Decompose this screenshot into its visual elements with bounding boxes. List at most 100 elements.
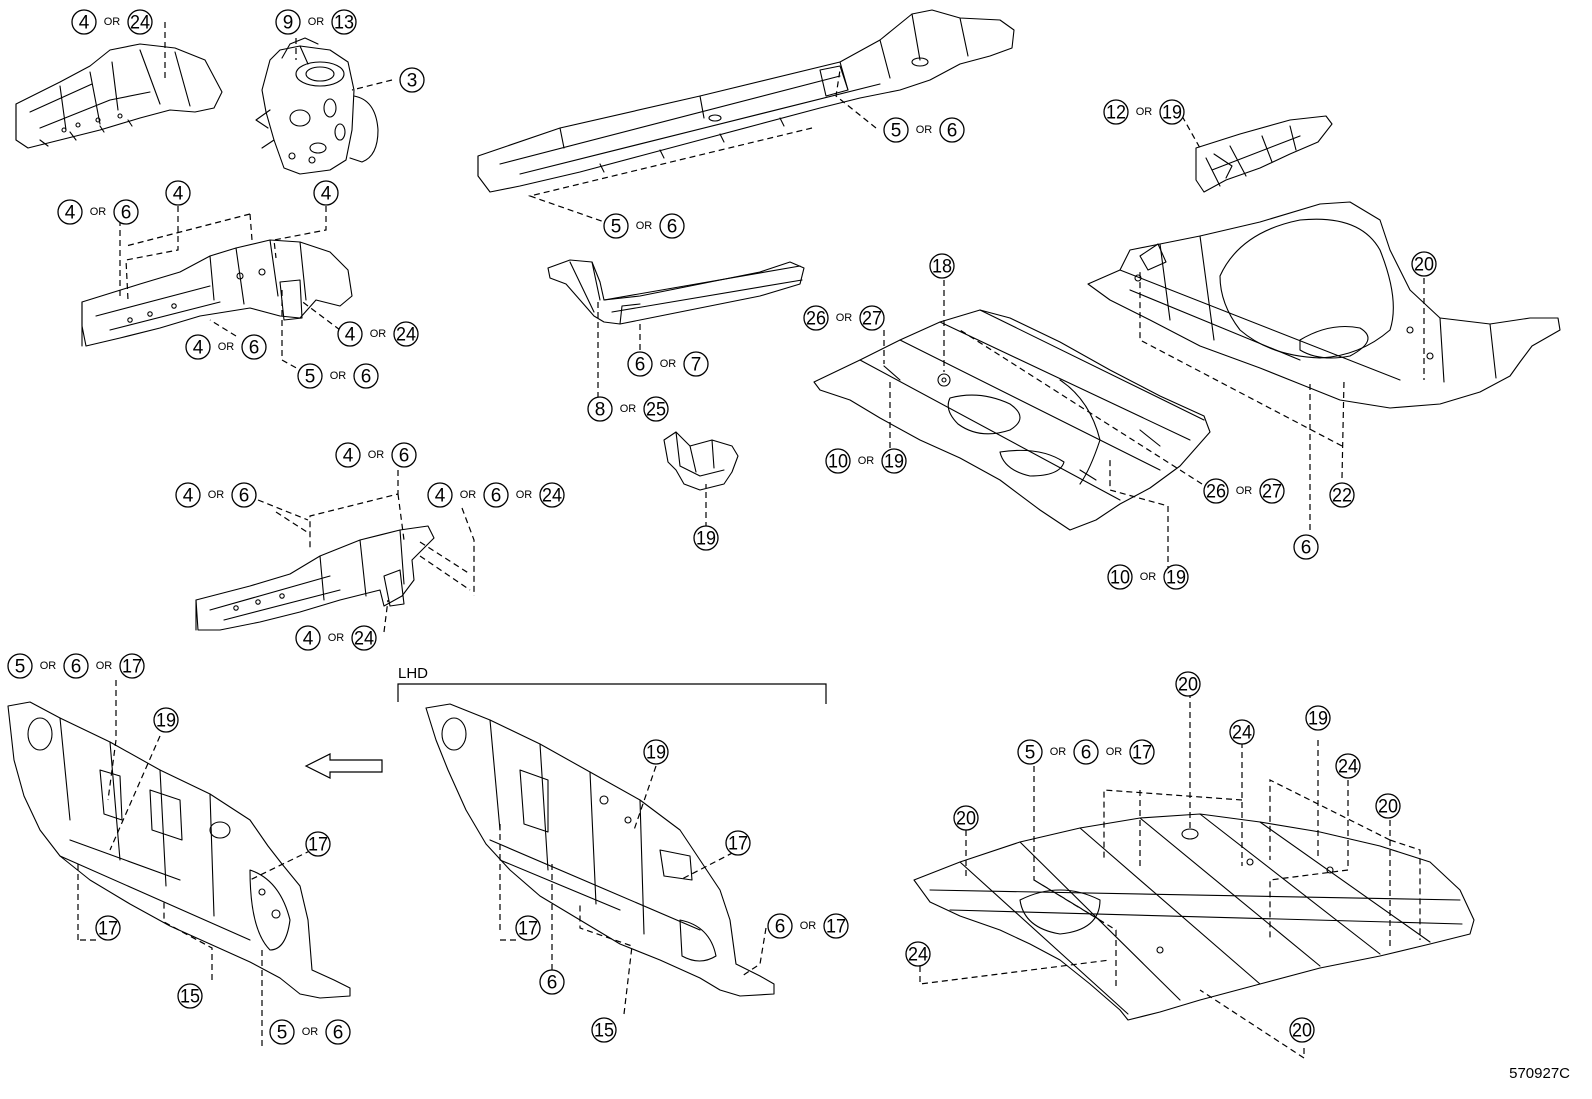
callout-20[interactable]: 20	[1289, 1017, 1315, 1043]
part-number: 4	[345, 325, 356, 346]
callout-circle	[63, 653, 89, 679]
callout-circle	[391, 442, 417, 468]
callout-circle	[659, 213, 685, 239]
apron-upper-reinforcement-part[interactable]	[15, 43, 223, 149]
callout-20[interactable]: 20	[1375, 793, 1401, 819]
rear-floor-side-bracket-part[interactable]	[1195, 115, 1333, 193]
callout-circle	[399, 67, 425, 93]
part-number: 5	[277, 1023, 288, 1044]
part-number: 24	[354, 629, 374, 650]
callout-circle	[1229, 719, 1255, 745]
callout-20[interactable]: 20	[953, 805, 979, 831]
rear-floor-pan-part[interactable]	[1087, 201, 1561, 409]
callout-4-or-6[interactable]: 4 OR 6	[185, 334, 267, 360]
callout-4[interactable]: 4	[165, 180, 191, 206]
callout-6[interactable]: 6	[1293, 534, 1319, 560]
part-number: 19	[1162, 103, 1182, 124]
callout-circle	[295, 625, 321, 651]
part-number: 6	[239, 486, 250, 507]
callout-24[interactable]: 24	[1335, 753, 1361, 779]
or-separator: OR	[104, 16, 121, 28]
or-separator: OR	[1236, 485, 1253, 497]
part-number: 17	[826, 917, 846, 938]
callout-20[interactable]: 20	[1175, 671, 1201, 697]
callout-circle	[185, 334, 211, 360]
callout-circle	[7, 653, 33, 679]
callout-19[interactable]: 19	[153, 707, 179, 733]
part-number: 27	[1262, 482, 1282, 503]
front-floor-cross-member-part[interactable]	[547, 259, 805, 325]
part-number: 15	[180, 987, 200, 1008]
callout-circle	[515, 915, 541, 941]
callout-17[interactable]: 17	[515, 915, 541, 941]
floor-panel-assembly-part[interactable]	[913, 813, 1475, 1021]
callout-3[interactable]: 3	[399, 67, 425, 93]
or-separator: OR	[218, 341, 235, 353]
part-number: 24	[130, 13, 150, 34]
part-number: 27	[862, 309, 882, 330]
front-floor-pan-part[interactable]	[813, 309, 1211, 531]
dash-panel-lhd-part[interactable]	[425, 703, 775, 997]
callout-24[interactable]: 24	[905, 941, 931, 967]
callout-4-or-24[interactable]: 4 OR 24	[71, 9, 153, 35]
front-side-member-part[interactable]	[81, 239, 353, 347]
callout-15[interactable]: 15	[177, 983, 203, 1009]
callout-19[interactable]: 19	[693, 525, 719, 551]
callout-circle	[337, 321, 363, 347]
callout-17[interactable]: 17	[725, 830, 751, 856]
callout-circle	[905, 941, 931, 967]
callout-circle	[153, 707, 179, 733]
part-number: 6	[249, 338, 260, 359]
callout-circle	[1305, 705, 1331, 731]
callout-6[interactable]: 6	[539, 969, 565, 995]
part-number: 4	[193, 338, 204, 359]
callout-15[interactable]: 15	[591, 1017, 617, 1043]
callout-circle	[881, 448, 907, 474]
callout-19[interactable]: 19	[1305, 705, 1331, 731]
callout-18[interactable]: 18	[929, 253, 955, 279]
callout-circle	[313, 180, 339, 206]
dash-panel-rhd-part[interactable]	[7, 701, 351, 999]
part-number: 10	[828, 452, 848, 473]
small-bracket-19-part[interactable]	[663, 431, 739, 491]
callout-17[interactable]: 17	[305, 831, 331, 857]
part-number: 19	[646, 743, 666, 764]
callout-17[interactable]: 17	[95, 915, 121, 941]
callout-circle	[603, 213, 629, 239]
callout-24[interactable]: 24	[1229, 719, 1255, 745]
part-number: 4	[79, 13, 90, 34]
callout-22[interactable]: 22	[1329, 482, 1355, 508]
or-separator: OR	[1136, 106, 1153, 118]
callout-4[interactable]: 4	[313, 180, 339, 206]
suspension-tower-part[interactable]	[255, 37, 379, 175]
front-side-member-rear-part[interactable]	[195, 525, 435, 631]
callout-circle	[231, 482, 257, 508]
callout-20[interactable]: 20	[1411, 251, 1437, 277]
callout-circle	[113, 199, 139, 225]
callout-19[interactable]: 19	[643, 739, 669, 765]
part-number: 19	[1308, 709, 1328, 730]
floor-side-member-long-part[interactable]	[477, 9, 1015, 193]
